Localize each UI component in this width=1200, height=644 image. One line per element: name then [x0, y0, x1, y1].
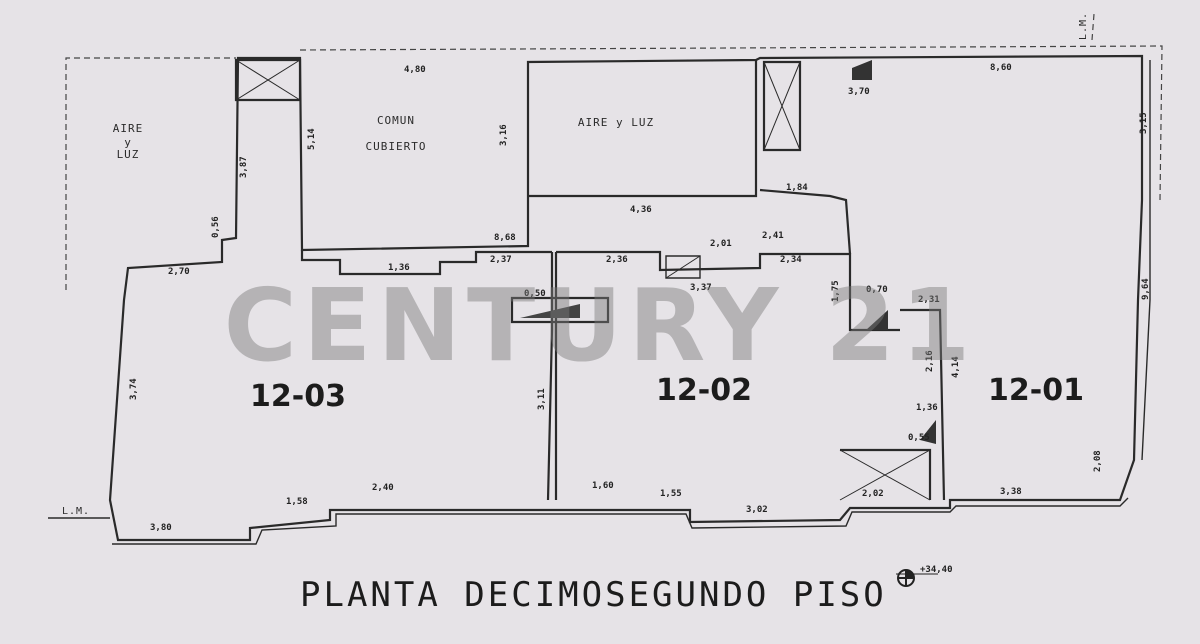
dimension: 2,01 — [710, 239, 732, 249]
dimension: 2,34 — [780, 255, 802, 265]
dimension: 3,87 — [239, 156, 249, 178]
dimension: 4,80 — [404, 65, 426, 75]
aire-luz-left-line2: y — [124, 136, 132, 149]
comun-cubierto-line1: COMUN — [377, 114, 415, 127]
dimension: 1,55 — [660, 489, 682, 499]
dimension: 1,60 — [592, 481, 614, 491]
dimension: 3,70 — [848, 87, 870, 97]
dimension: 2,16 — [925, 350, 935, 372]
dimension: 2,37 — [490, 255, 512, 265]
shafts — [235, 59, 936, 501]
dimension: 0,70 — [866, 285, 888, 295]
aire-luz-center: AIRE y LUZ — [578, 116, 654, 129]
dimension: 3,11 — [537, 388, 547, 410]
property-lines — [65, 13, 1163, 290]
dimension: 1,58 — [286, 497, 308, 507]
area-labels: AIRE y LUZ COMUN CUBIERTO AIRE y LUZ — [113, 114, 654, 161]
interior-walls — [234, 58, 946, 501]
dimension: 3,02 — [746, 505, 768, 515]
dimension: 2,02 — [862, 489, 884, 499]
comun-cubierto-line2: CUBIERTO — [366, 140, 427, 153]
dimension: 2,36 — [606, 255, 628, 265]
aire-luz-left-line1: AIRE — [113, 122, 144, 135]
dimension: 2,41 — [762, 231, 784, 241]
dimension: 3,38 — [1000, 487, 1022, 497]
dimension: 3,80 — [150, 523, 172, 533]
outer-walls — [48, 54, 1151, 545]
line-marker-top: L.M. — [1078, 12, 1089, 40]
dimension: 1,36 — [916, 403, 938, 413]
dimension: 9,64 — [1141, 278, 1151, 300]
plan-title: PLANTA DECIMOSEGUNDO PISO — [300, 575, 887, 615]
dimension: 1,84 — [786, 183, 808, 193]
dimension: 2,31 — [918, 295, 940, 305]
level-value: +34,40 — [920, 565, 953, 575]
dimension: 8,60 — [990, 63, 1012, 73]
aire-luz-left-line3: LUZ — [117, 148, 140, 161]
watermark-logo: CENTURY 21 — [224, 267, 977, 384]
dimension: 1,75 — [831, 280, 841, 302]
dimension: 5,14 — [307, 128, 317, 150]
level-marker — [896, 569, 938, 587]
dimension: 3,74 — [129, 378, 139, 400]
unit-label-12-02: 12-02 — [656, 373, 752, 408]
dimension: 0,56 — [211, 216, 221, 238]
unit-label-12-03: 12-03 — [250, 379, 346, 414]
dimension: 3,15 — [1139, 112, 1149, 134]
dimension: 8,68 — [494, 233, 516, 243]
dimension: 2,70 — [168, 267, 190, 277]
dimension-labels: 4,80 4,36 8,60 8,68 2,41 3,16 5,14 2,37 … — [129, 63, 1151, 533]
dimension: 3,37 — [690, 283, 712, 293]
line-marker-bottom: L.M. — [62, 506, 90, 517]
unit-label-12-01: 12-01 — [988, 373, 1084, 408]
dimension: 4,14 — [951, 356, 961, 378]
dimension: 2,40 — [372, 483, 394, 493]
dimension: 3,16 — [499, 124, 509, 146]
dimension: 2,08 — [1093, 450, 1103, 472]
dimension: 0,55 — [908, 433, 930, 443]
dimension: 1,36 — [388, 263, 410, 273]
dimension: 0,50 — [524, 289, 546, 299]
dimension: 4,36 — [630, 205, 652, 215]
